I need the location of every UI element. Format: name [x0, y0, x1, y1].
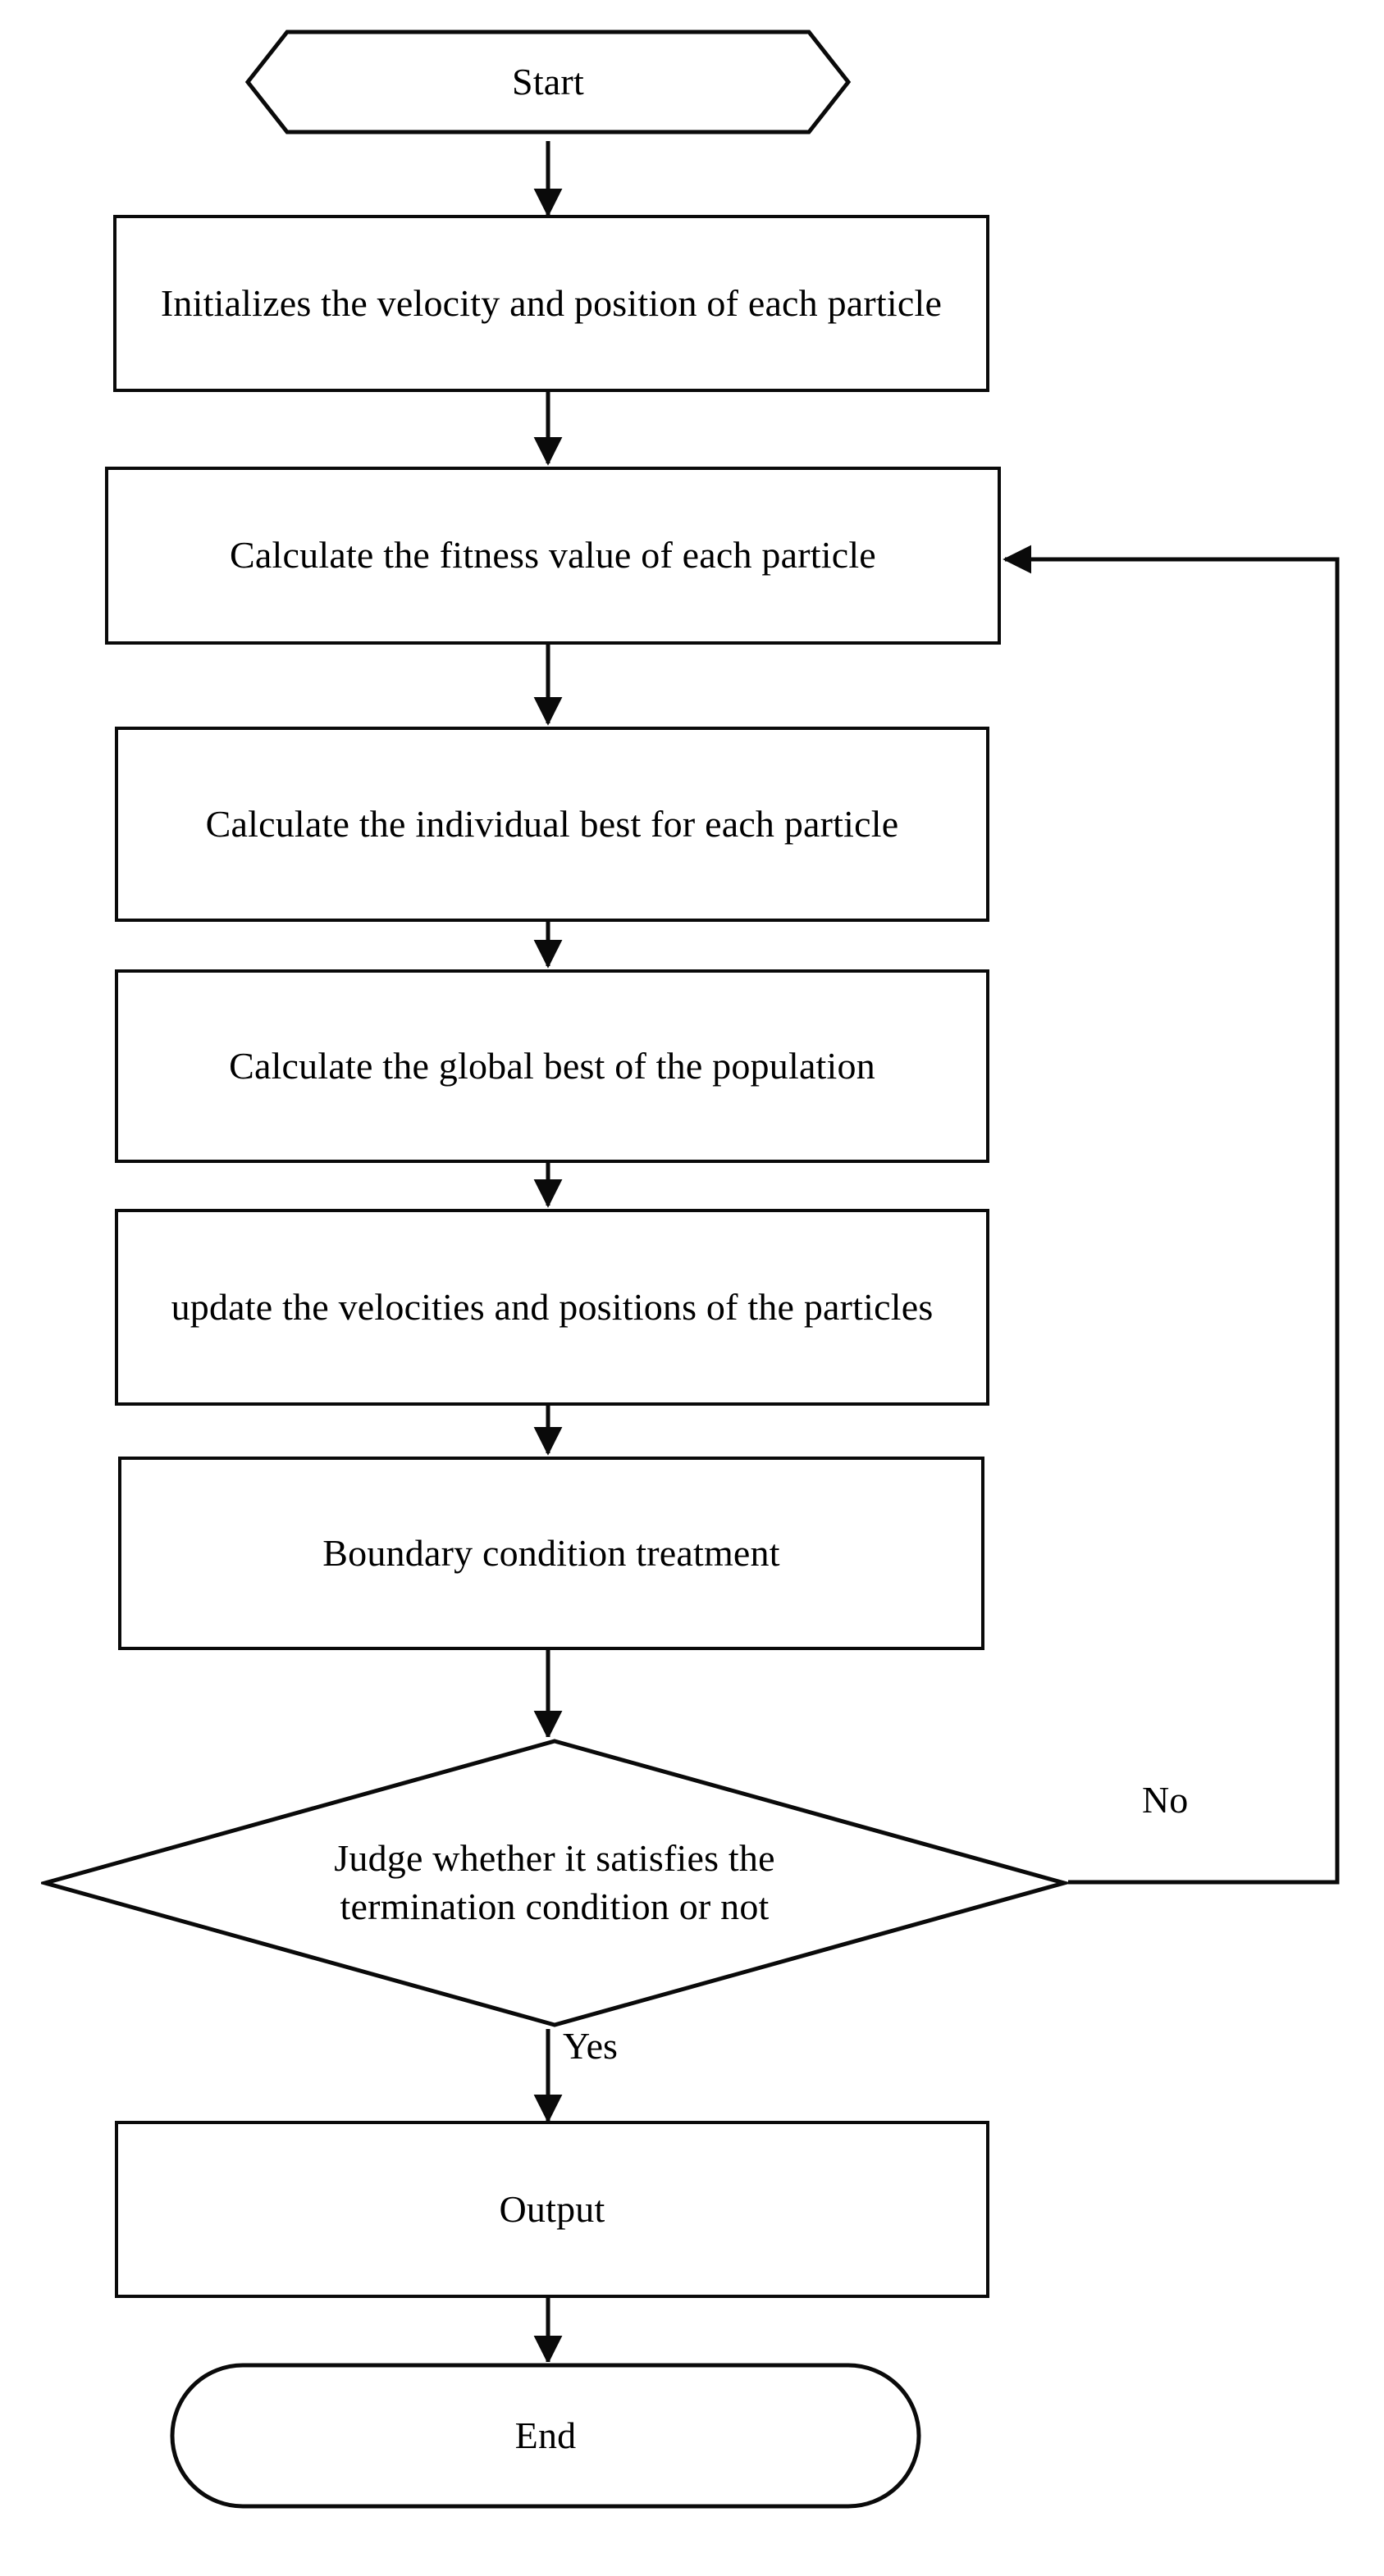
node-update-velocity-position[interactable]: update the velocities and positions of t…: [115, 1209, 989, 1406]
node-output[interactable]: Output: [115, 2121, 989, 2298]
node-boundary-condition[interactable]: Boundary condition treatment: [118, 1457, 984, 1650]
edge-label-no: No: [1142, 1779, 1189, 1821]
node-end-label: End: [514, 2414, 577, 2456]
node-fitness[interactable]: Calculate the fitness value of each part…: [105, 467, 1001, 645]
connector-decision-no-feedback: [1003, 545, 1340, 1885]
node-fitness-label: Calculate the fitness value of each part…: [230, 534, 876, 577]
node-output-label: Output: [499, 2187, 605, 2230]
node-start-label: Start: [512, 60, 584, 103]
node-global-best-label: Calculate the global best of the populat…: [229, 1044, 875, 1087]
node-termination-decision[interactable]: Judge whether it satisfies the terminati…: [41, 1737, 1068, 2029]
node-initialize[interactable]: Initializes the velocity and position of…: [113, 215, 989, 392]
stadium-shape: [170, 2363, 921, 2509]
node-boundary-condition-label: Boundary condition treatment: [322, 1531, 780, 1574]
node-termination-decision-label: Judge whether it satisfies the terminati…: [334, 1837, 775, 1927]
node-global-best[interactable]: Calculate the global best of the populat…: [115, 969, 989, 1163]
node-end[interactable]: End: [169, 2362, 922, 2510]
node-individual-best-label: Calculate the individual best for each p…: [205, 802, 899, 845]
hexagon-shape: [244, 30, 852, 134]
node-update-velocity-position-label: update the velocities and positions of t…: [171, 1285, 934, 1328]
diamond-shape: [41, 1739, 1068, 2027]
edge-label-yes: Yes: [563, 2025, 618, 2067]
node-start[interactable]: Start: [244, 29, 852, 135]
node-individual-best[interactable]: Calculate the individual best for each p…: [115, 727, 989, 922]
node-initialize-label: Initializes the velocity and position of…: [160, 281, 943, 324]
